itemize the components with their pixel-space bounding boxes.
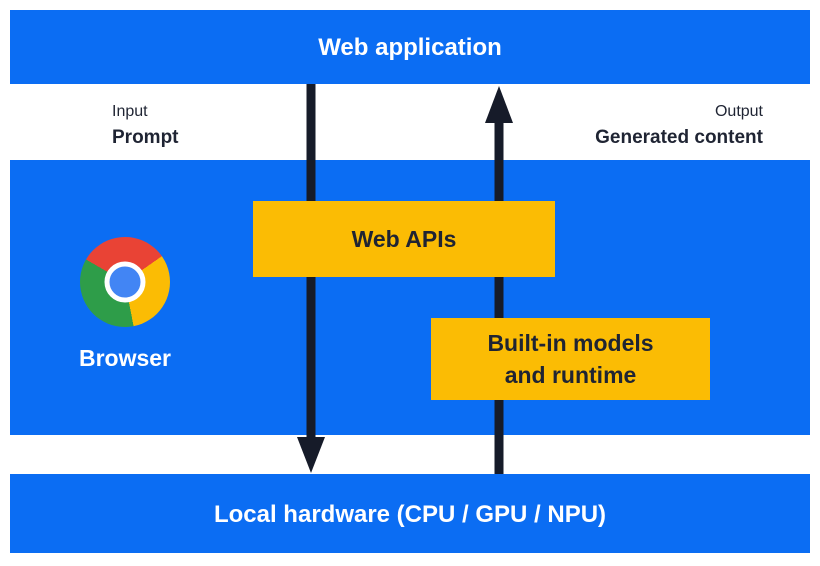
builtin-models-line2: and runtime [504,362,637,388]
local-hardware-layer: Local hardware (CPU / GPU / NPU) [10,474,810,553]
web-apis-label: Web APIs [351,226,457,252]
chrome-icon [80,237,170,327]
output-value: Generated content [595,127,763,148]
web-application-layer: Web application [10,10,810,84]
input-value: Prompt [112,127,179,148]
chrome-icon-center [104,261,146,303]
browser-label: Browser [78,345,172,371]
web-apis-box: Web APIs [253,201,555,277]
output-label: Output [714,103,763,120]
output-label-group: Output Generated content [595,103,763,148]
local-hardware-title: Local hardware (CPU / GPU / NPU) [213,501,607,528]
input-label-group: Input Prompt [112,103,179,148]
builtin-models-line1: Built-in models [487,330,654,356]
builtin-models-box: Built-in models and runtime [431,318,710,400]
web-application-title: Web application [318,34,502,61]
input-label: Input [112,103,148,120]
